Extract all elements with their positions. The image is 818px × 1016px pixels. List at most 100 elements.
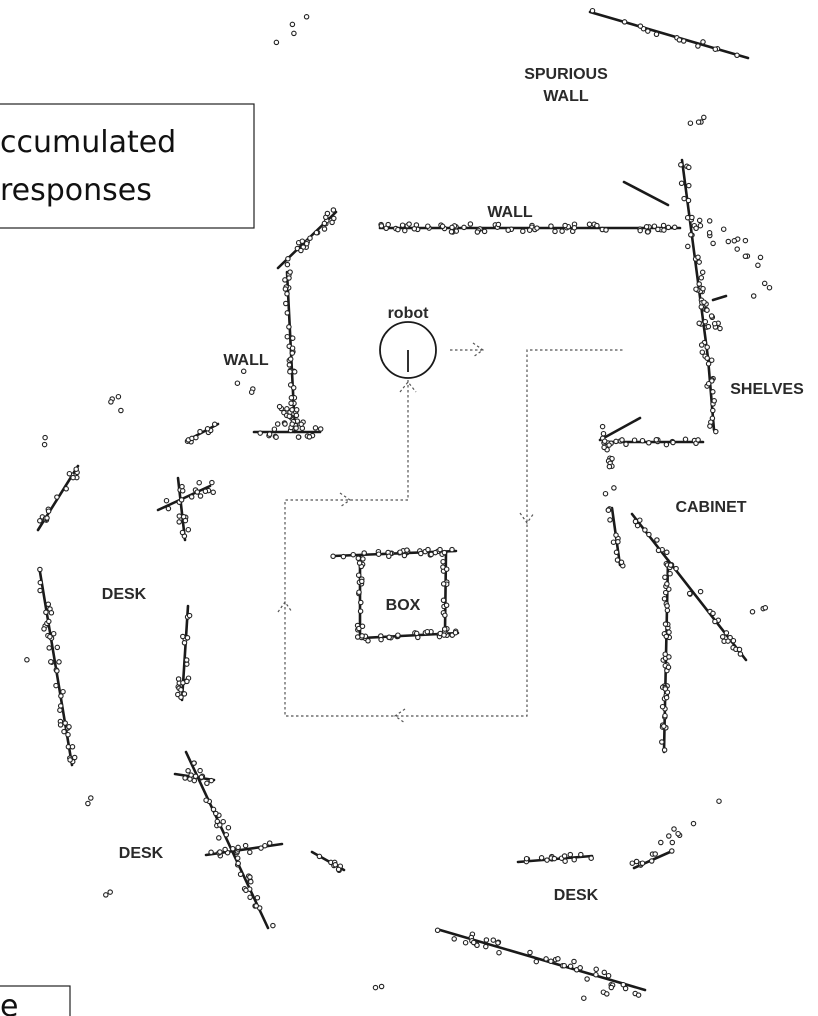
sonar-return-dot [481, 228, 488, 235]
sonar-return-dot [440, 597, 447, 604]
sonar-return-dot [443, 566, 450, 572]
sonar-return-dot [443, 602, 450, 609]
sonar-return-dot [225, 824, 232, 831]
sonar-return-dot [284, 261, 291, 268]
sonar-return-dot [356, 560, 363, 566]
sonar-return-dot [286, 324, 292, 330]
sonar-return-dot [247, 849, 253, 856]
sonar-return-dot [441, 626, 448, 632]
sonar-return-dot [440, 558, 446, 565]
sonar-return-dot [42, 434, 48, 441]
sonar-return-dot [696, 320, 702, 327]
segment-shelves-mid [711, 294, 728, 302]
sonar-return-dot [645, 28, 651, 34]
sonar-return-dot [217, 849, 223, 855]
sonar-return-dot [601, 438, 608, 444]
sonar-return-dot [321, 220, 328, 227]
sonar-return-dot [637, 23, 644, 29]
sonar-return-dot [663, 441, 670, 448]
sonar-return-dot [188, 494, 195, 500]
label-desk-left: DESK [102, 586, 147, 603]
sonar-return-dot [61, 728, 67, 735]
sonar-return-dot [613, 549, 620, 556]
sonar-return-dot [424, 628, 431, 635]
sonar-return-dot [719, 634, 726, 640]
sonar-return-dot [661, 227, 667, 233]
sonar-return-dot [213, 810, 219, 817]
sonar-return-dot [440, 581, 447, 587]
sonar-return-dot [611, 485, 617, 491]
sonar-return-dot [762, 605, 769, 611]
sonar-return-dot [437, 546, 443, 553]
sonar-return-dot [710, 407, 716, 414]
sonar-return-dot [372, 984, 379, 991]
sonar-return-dot [551, 855, 558, 862]
sonar-return-dot [706, 230, 713, 236]
sonar-return-dot [198, 774, 205, 780]
sonar-return-dot [661, 747, 668, 753]
sonar-return-dot [289, 21, 296, 28]
sonar-return-dot [451, 936, 457, 942]
sonar-return-dot [712, 618, 718, 625]
sonar-return-dot [604, 991, 610, 997]
sonar-return-dot [65, 731, 71, 738]
sonar-return-dot [662, 589, 669, 596]
robot-path [277, 342, 625, 724]
sonar-return-dot [295, 434, 302, 440]
sonar-return-dot [646, 531, 652, 538]
box-label: BOX [386, 597, 421, 614]
sonar-return-dot [704, 307, 710, 313]
sonar-return-dot [66, 470, 73, 477]
sonar-return-dot [357, 608, 364, 614]
sonar-return-dot [639, 860, 646, 866]
sonar-return-dot [197, 493, 204, 499]
sonar-return-dot [284, 333, 291, 340]
sonar-return-dot [287, 356, 294, 362]
sonar-return-dot [197, 767, 203, 774]
sonar-return-dot [53, 682, 59, 689]
sonar-return-dot [44, 515, 50, 521]
sonar-return-dot [635, 992, 642, 998]
sonar-return-dot [548, 223, 554, 229]
sonar-return-dot [761, 280, 768, 287]
sonar-return-dot [237, 871, 244, 878]
sonar-return-dot [298, 421, 304, 428]
sonar-return-dot [56, 659, 62, 665]
sonar-return-dot [567, 963, 574, 970]
sonar-return-dot [750, 293, 757, 299]
sonar-return-dot [618, 559, 625, 566]
sonar-return-dot [179, 529, 186, 536]
sonar-return-dot [662, 651, 668, 657]
segment-mid-left-cross-d [156, 484, 212, 512]
sonar-return-dot [734, 246, 740, 252]
sonar-return-dot [749, 609, 756, 615]
sonar-return-dot [686, 182, 692, 189]
sonar-return-dot [399, 222, 406, 228]
sonar-return-dot [60, 688, 66, 695]
sonar-return-dot [211, 421, 218, 428]
sonar-return-dot [181, 640, 188, 646]
sonar-return-dot [41, 626, 47, 632]
sonar-return-dot [607, 517, 613, 523]
sonar-return-dot [378, 636, 384, 643]
sonar-returns [24, 7, 773, 1001]
sonar-return-dot [594, 222, 600, 229]
sonar-return-dot [696, 217, 703, 224]
sonar-return-dot [520, 228, 526, 235]
sonar-return-dot [404, 547, 410, 553]
sonar-return-dot [666, 833, 672, 839]
sonar-return-dot [686, 164, 692, 171]
sonar-return-dot [533, 958, 540, 965]
sonar-return-dot [711, 398, 717, 404]
sonar-return-dot [359, 633, 365, 639]
sonar-return-dot [332, 862, 339, 868]
sonar-return-dot [385, 221, 391, 228]
sonar-return-dot [544, 857, 550, 863]
sonar-return-dot [375, 551, 382, 557]
sonar-return-dot [527, 949, 533, 956]
sonar-return-dot [708, 357, 715, 363]
sonar-return-dot [538, 855, 545, 861]
sonar-return-dot [378, 983, 385, 990]
sonar-return-dot [316, 853, 323, 860]
sonar-return-dot [665, 664, 672, 671]
